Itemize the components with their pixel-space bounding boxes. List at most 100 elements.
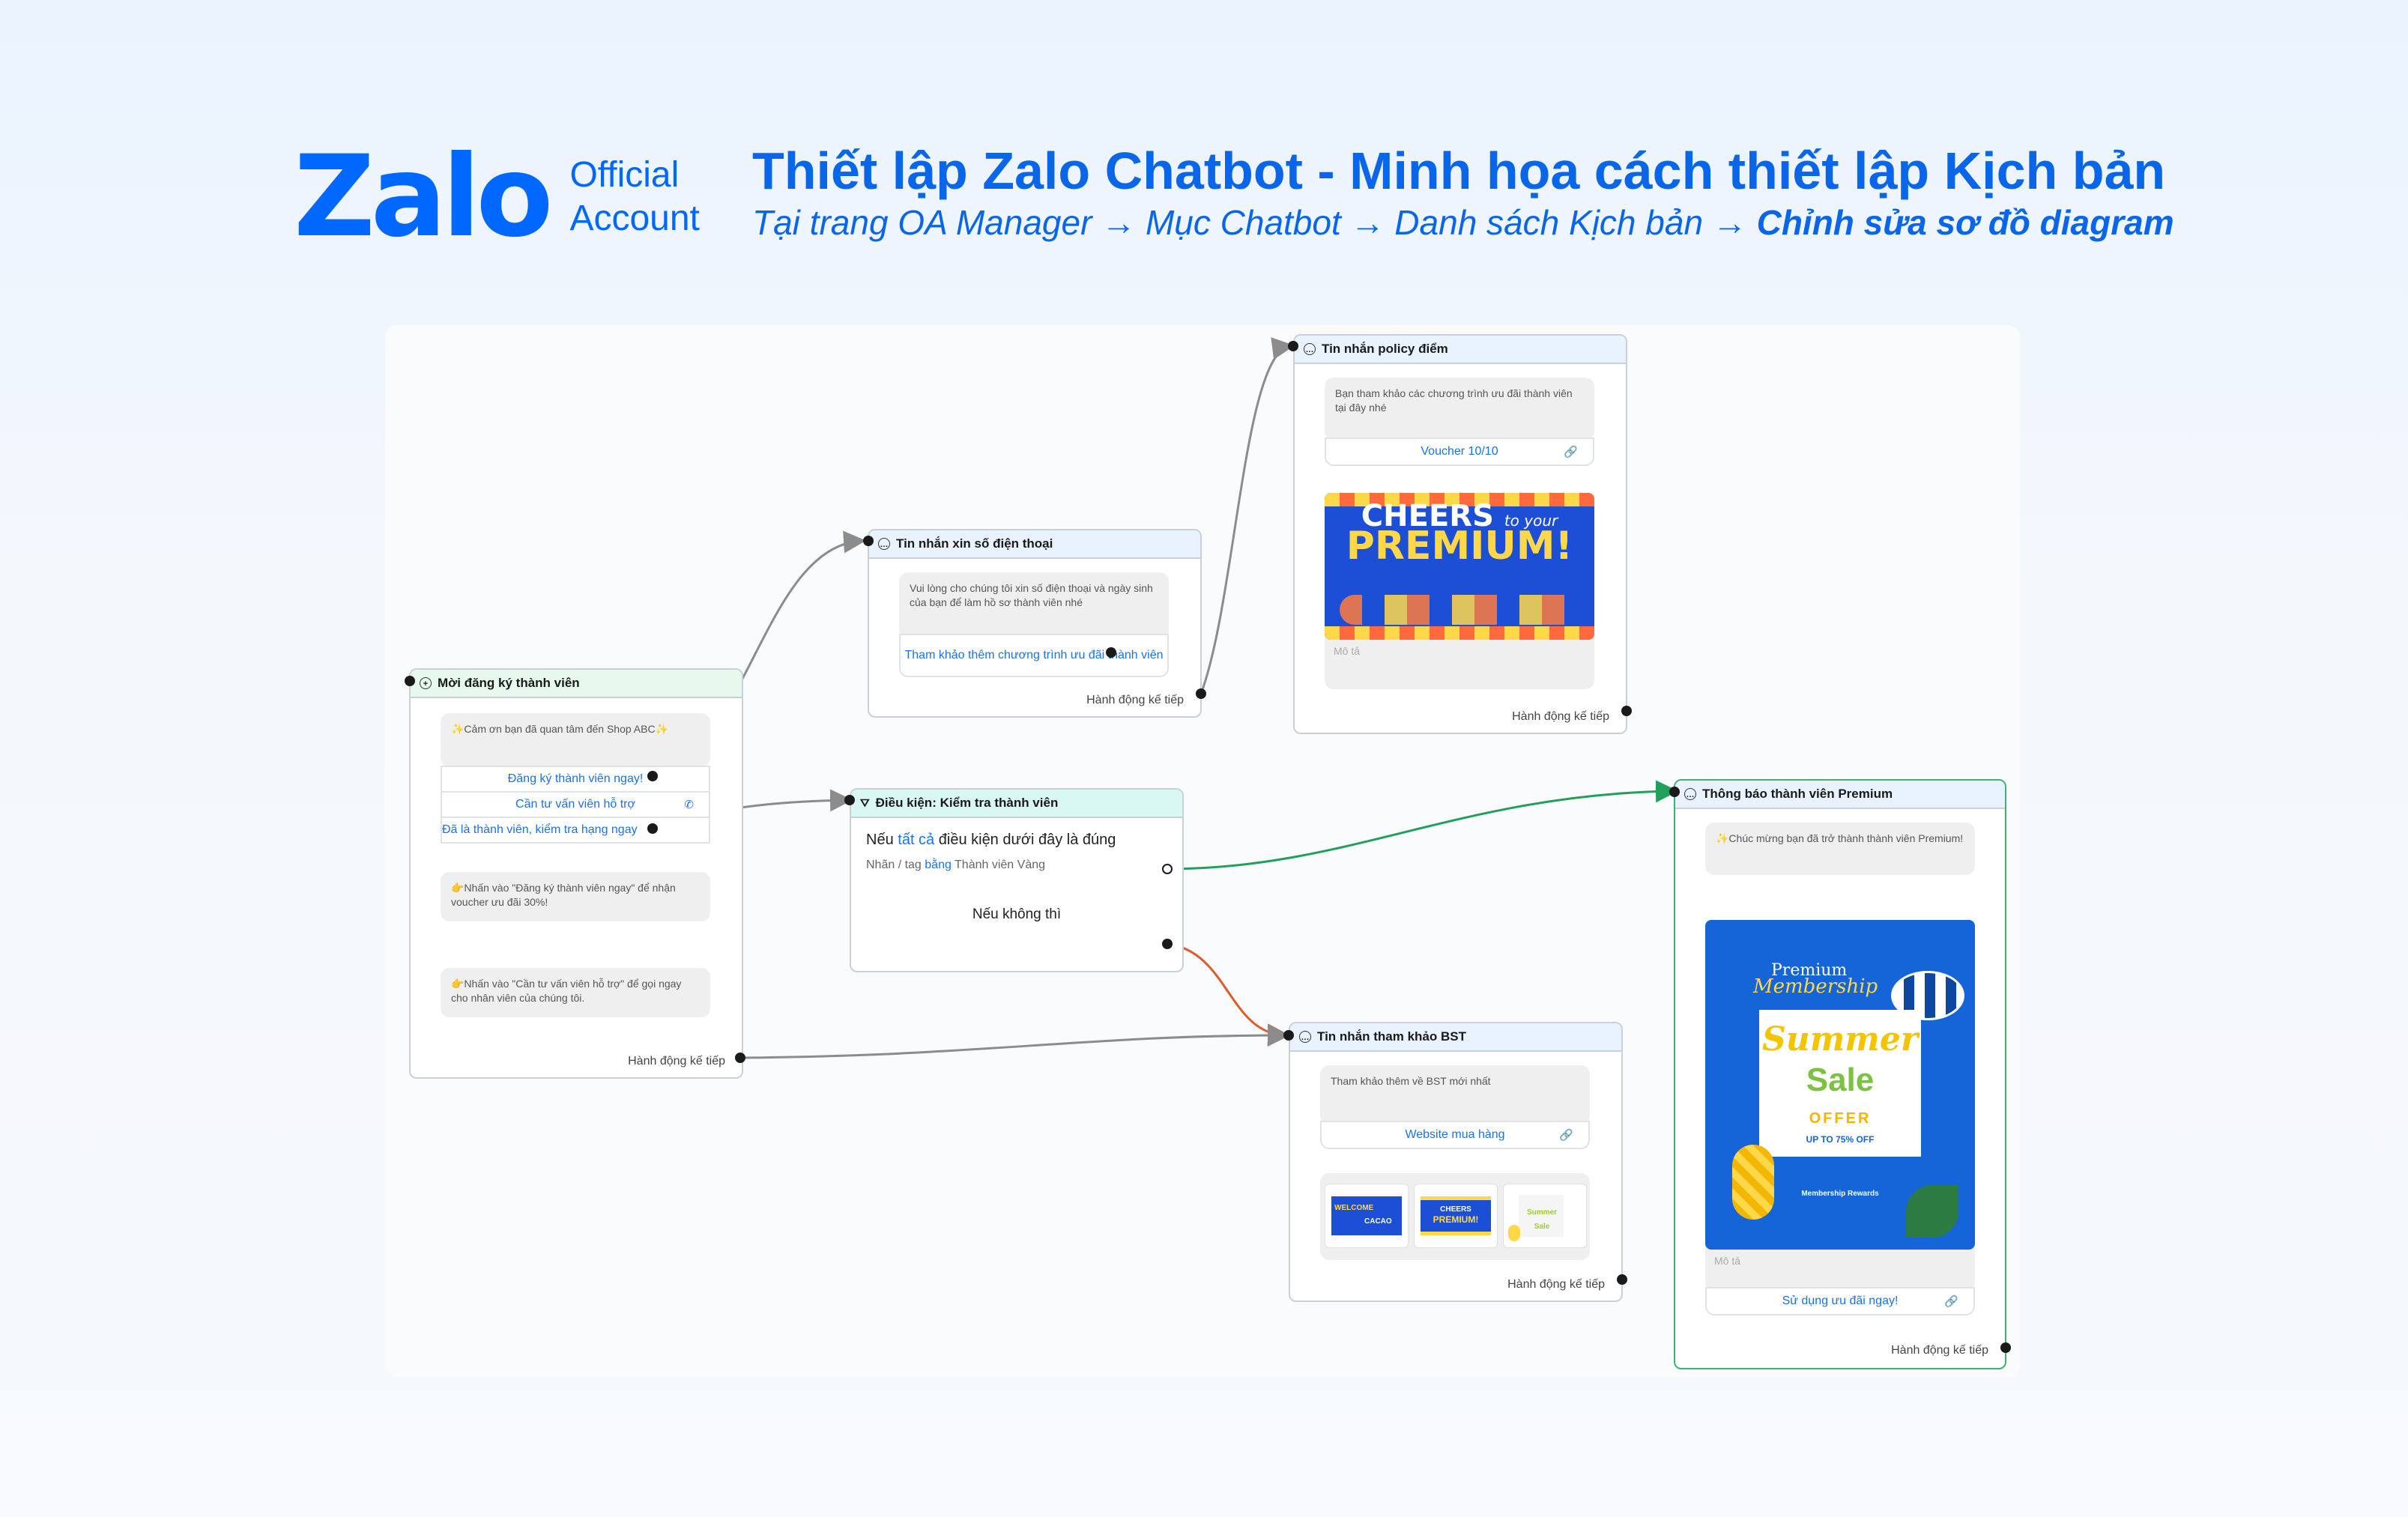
output-port[interactable]: [1196, 688, 1206, 699]
check-rank-button[interactable]: Đã là thành viên, kiểm tra hạng ngay: [441, 817, 710, 844]
node-title: Tin nhắn xin số điện thoại: [896, 536, 1053, 551]
page-title: Thiết lập Zalo Chatbot - Minh họa cách t…: [752, 142, 2166, 200]
button-label: Đăng ký thành viên ngay!: [507, 772, 644, 785]
thumb-summer[interactable]: Summer Sale: [1503, 1184, 1587, 1248]
message-icon: …: [1299, 1031, 1311, 1043]
thumb-cheers-text2: PREMIUM!: [1433, 1214, 1479, 1225]
voucher-button[interactable]: Voucher 10/10🔗: [1325, 437, 1594, 466]
input-port[interactable]: [1288, 341, 1298, 351]
breadcrumb-path: Tại trang OA Manager → Mục Chatbot → Dan…: [752, 203, 1757, 242]
node-header[interactable]: … Thông báo thành viên Premium: [1675, 781, 2005, 809]
thumb-cheers-bg: [1421, 1196, 1491, 1235]
message-icon: …: [1684, 788, 1696, 800]
breadcrumb-current: Chỉnh sửa sơ đồ diagram: [1756, 203, 2174, 242]
node-title: Tin nhắn policy điểm: [1322, 342, 1448, 356]
port-check-rank[interactable]: [647, 823, 658, 834]
input-port[interactable]: [405, 676, 415, 686]
link-icon: 🔗: [1564, 446, 1578, 458]
premium-image-card: Premium Membership Summer Sale OFFER UP …: [1705, 920, 1975, 1292]
button-label: Website mua hàng: [1405, 1128, 1505, 1141]
port-member-program[interactable]: [1106, 647, 1116, 658]
img-upto-text: UP TO 75% OFF: [1806, 1134, 1875, 1145]
start-icon: +: [420, 677, 432, 689]
port-register[interactable]: [647, 771, 658, 781]
input-port[interactable]: [1283, 1030, 1294, 1041]
image-stripe-top: [1325, 493, 1594, 506]
node-policy-points[interactable]: … Tin nhắn policy điểm Bạn tham khảo các…: [1293, 334, 1627, 734]
message-icon: …: [1304, 343, 1316, 355]
image-text-premium: PREMIUM!: [1346, 524, 1573, 569]
link-icon: 🔗: [1559, 1129, 1573, 1142]
img-rewards-text: Membership Rewards: [1801, 1190, 1879, 1198]
node-bst-message[interactable]: … Tin nhắn tham khảo BST Tham khảo thêm …: [1289, 1022, 1623, 1302]
member-program-button[interactable]: Tham khảo thêm chương trình ưu đãi thành…: [899, 634, 1169, 677]
node-header[interactable]: ⛛ Điều kiện: Kiểm tra thành viên: [851, 790, 1182, 818]
node-phone-request[interactable]: … Tin nhắn xin số điện thoại Vui lòng ch…: [868, 529, 1202, 718]
image-card: CHEERS to your PREMIUM! Mô tả: [1325, 493, 1594, 689]
message-icon: …: [878, 538, 890, 550]
register-now-button[interactable]: Đăng ký thành viên ngay!: [441, 766, 710, 793]
pineapple-icon: [1508, 1225, 1520, 1241]
condition-tag-rule[interactable]: Nhãn / tag bằng Thành viên Vàng: [866, 859, 1045, 872]
logo-sub: Official Account: [569, 154, 699, 240]
output-port[interactable]: [1617, 1274, 1627, 1285]
node-header[interactable]: … Tin nhắn xin số điện thoại: [869, 530, 1200, 559]
img-offer-text: OFFER: [1809, 1110, 1872, 1127]
image-description[interactable]: Mô tả: [1334, 645, 1361, 657]
node-condition-member[interactable]: ⛛ Điều kiện: Kiểm tra thành viên Nếu tất…: [850, 788, 1184, 972]
thumb-summer-card: [1519, 1195, 1564, 1237]
thumb-welcome-bg: [1331, 1196, 1402, 1235]
image-carousel[interactable]: WELCOME CACAO CHEERS PREMIUM! Summer Sal…: [1320, 1173, 1590, 1260]
yes-port[interactable]: [1162, 864, 1173, 874]
node-premium-notice[interactable]: … Thông báo thành viên Premium ✨Chúc mừn…: [1674, 779, 2006, 1369]
cheers-premium-image: CHEERS to your PREMIUM!: [1325, 493, 1594, 640]
thumb-cheers[interactable]: CHEERS PREMIUM!: [1414, 1184, 1498, 1248]
note-register: 👉Nhấn vào "Đăng ký thành viên ngay" để n…: [441, 872, 710, 921]
image-to-your: to your: [1504, 512, 1558, 530]
match-mode-selector[interactable]: tất cả: [898, 832, 935, 848]
input-port[interactable]: [844, 795, 855, 805]
node-header[interactable]: … Tin nhắn tham khảo BST: [1290, 1023, 1621, 1052]
condition-rule: Nếu tất cả điều kiện dưới đây là đúng: [866, 832, 1116, 849]
output-port[interactable]: [735, 1053, 745, 1063]
thumb-welcome[interactable]: WELCOME CACAO: [1325, 1184, 1409, 1248]
thumb-cheers-text: CHEERS: [1440, 1205, 1471, 1214]
image-stripe-bottom: [1325, 626, 1594, 640]
tag-operator[interactable]: bằng: [925, 859, 952, 871]
input-port[interactable]: [1669, 787, 1680, 797]
logo-line2: Account: [569, 199, 700, 238]
node-title: Thông báo thành viên Premium: [1702, 787, 1893, 801]
use-offer-button[interactable]: Sử dụng ưu đãi ngay!🔗: [1705, 1287, 1975, 1315]
node-header[interactable]: … Tin nhắn policy điểm: [1295, 336, 1626, 364]
image-description[interactable]: Mô tả: [1714, 1255, 1741, 1267]
logo-line1: Official: [569, 155, 680, 195]
output-port[interactable]: [1621, 706, 1632, 716]
else-branch: Nếu không thì: [972, 906, 1062, 922]
output-port[interactable]: [2000, 1342, 2011, 1353]
shop-website-button[interactable]: Website mua hàng 🔗: [1320, 1121, 1590, 1149]
tag-value: Thành viên Vàng: [955, 859, 1046, 871]
node-title: Điều kiện: Kiểm tra thành viên: [875, 796, 1059, 810]
filter-icon: ⛛: [860, 796, 870, 810]
phone-icon: ✆: [684, 799, 694, 811]
pineapple-icon: [1732, 1145, 1774, 1220]
next-action-label: Hành động kế tiếp: [1086, 694, 1184, 706]
img-summer-text: Summer: [1761, 1020, 1919, 1059]
next-action-label: Hành động kế tiếp: [1507, 1278, 1605, 1291]
else-port[interactable]: [1162, 939, 1173, 949]
note-support: 👉Nhấn vào "Cần tư vấn viên hỗ trợ" để gọ…: [441, 968, 710, 1017]
logo-brand: Zalo: [294, 132, 553, 262]
thumb-summer-text: Summer Sale: [1526, 1208, 1557, 1231]
thumb-welcome-text2: CACAO: [1364, 1217, 1392, 1226]
img-sale-text: Sale: [1806, 1062, 1875, 1098]
zalo-oa-logo: Zalo Official Account: [294, 141, 700, 253]
input-port[interactable]: [863, 536, 874, 546]
node-header[interactable]: + Mời đăng ký thành viên: [411, 670, 742, 698]
greeting-message: ✨Cảm ơn bạn đã quan tâm đến Shop ABC✨: [441, 713, 710, 767]
img-membership-text: Membership: [1753, 975, 1878, 998]
next-action-label: Hành động kế tiếp: [628, 1055, 725, 1068]
support-agent-button[interactable]: Cần tư vấn viên hỗ trợ✆: [441, 791, 710, 818]
node-invite-register[interactable]: + Mời đăng ký thành viên ✨Cảm ơn bạn đã …: [409, 668, 743, 1079]
bst-message: Tham khảo thêm về BST mới nhất: [1320, 1065, 1590, 1125]
breadcrumb: Tại trang OA Manager → Mục Chatbot → Dan…: [752, 202, 2174, 243]
